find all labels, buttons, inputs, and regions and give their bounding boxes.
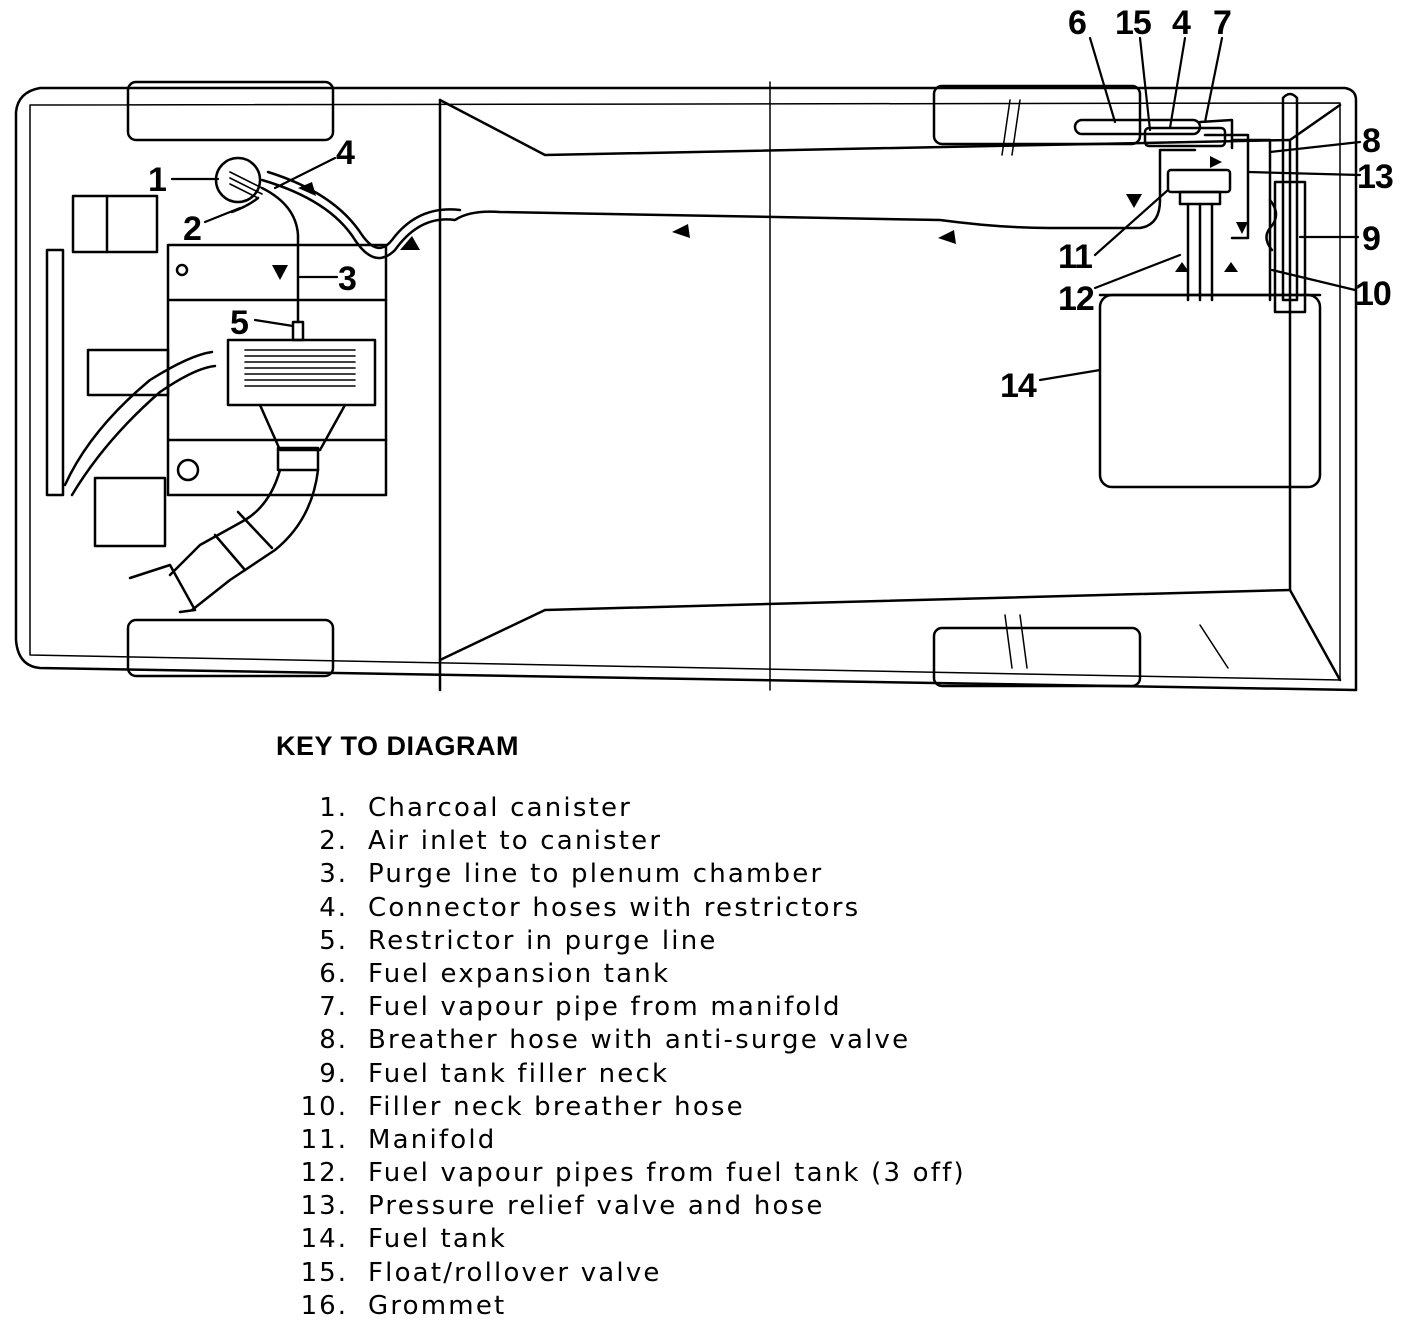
- callout-9: 9: [1362, 220, 1380, 258]
- key-item-4: 4. Connector hoses with restrictors: [0, 893, 1400, 926]
- key-label: Fuel expansion tank: [368, 958, 671, 989]
- key-label: Purge line to plenum chamber: [368, 859, 824, 890]
- manifold: [1166, 168, 1232, 194]
- fuel-tank-filler-neck: [1281, 92, 1299, 302]
- key-title: KEY TO DIAGRAM: [276, 731, 520, 761]
- flow-arrow: [1210, 156, 1222, 168]
- key-number: 6.: [319, 958, 348, 989]
- callout-14: 14: [1000, 367, 1037, 405]
- key-list: 1. Charcoal canister 2. Air inlet to canis…: [0, 793, 1400, 1324]
- flow-arrow: [1175, 262, 1189, 272]
- car-body-outline: [14, 86, 1358, 692]
- key-number: 11.: [300, 1124, 348, 1155]
- key-label: Fuel tank filler neck: [368, 1058, 670, 1089]
- key-label: Float/rollover valve: [368, 1257, 662, 1288]
- key-item-8: 8. Breather hose with anti-surge valve: [0, 1025, 1400, 1058]
- key-item-16: 16. Grommet: [0, 1291, 1400, 1324]
- radiator: [45, 248, 65, 497]
- callout-8: 8: [1362, 122, 1380, 160]
- key-number: 15.: [300, 1257, 348, 1288]
- callout-10: 10: [1355, 275, 1391, 313]
- key-label: Breather hose with anti-surge valve: [368, 1025, 911, 1056]
- flow-arrow: [1236, 222, 1248, 234]
- callout-4b: 4: [1172, 4, 1191, 42]
- key-label: Manifold: [368, 1124, 497, 1155]
- key-item-9: 9. Fuel tank filler neck: [0, 1059, 1400, 1092]
- purge-line: [260, 186, 300, 324]
- key-label: Filler neck breather hose: [368, 1091, 745, 1122]
- key-number: 16.: [300, 1290, 348, 1321]
- callout-3: 3: [338, 260, 356, 298]
- key-item-13: 13. Pressure relief valve and hose: [0, 1191, 1400, 1224]
- key-label: Pressure relief valve and hose: [368, 1191, 825, 1222]
- vapour-line: [260, 148, 1197, 260]
- cabin-outline: [438, 98, 1292, 662]
- flow-arrow: [298, 182, 316, 196]
- key-label: Grommet: [368, 1290, 507, 1321]
- callout-4: 4: [336, 134, 355, 172]
- callout-1: 1: [148, 161, 166, 199]
- key-number: 13.: [300, 1191, 348, 1222]
- key-label: Restrictor in purge line: [368, 925, 718, 956]
- key-item-14: 14. Fuel tank: [0, 1224, 1400, 1257]
- key-item-12: 12. Fuel vapour pipes from fuel tank (3 o…: [0, 1158, 1400, 1191]
- key-number: 10.: [300, 1091, 348, 1122]
- key-label: Fuel vapour pipe from manifold: [368, 992, 842, 1023]
- wheel-front-left: [126, 80, 335, 142]
- key-label: Fuel vapour pipes from fuel tank (3 off): [368, 1158, 966, 1189]
- flow-arrow: [938, 230, 956, 244]
- callout-11: 11: [1058, 238, 1092, 276]
- key-number: 8.: [319, 1025, 348, 1056]
- wheel-rear-right: [932, 626, 1142, 688]
- key-number: 3.: [319, 859, 348, 890]
- callout-5: 5: [230, 304, 248, 342]
- key-label: Air inlet to canister: [368, 826, 663, 857]
- wheel-rear-left: [932, 84, 1142, 146]
- key-number: 2.: [319, 826, 348, 857]
- key-item-1: 1. Charcoal canister: [0, 793, 1400, 826]
- key-item-6: 6. Fuel expansion tank: [0, 959, 1400, 992]
- key-item-2: 2. Air inlet to canister: [0, 826, 1400, 859]
- flow-arrow: [272, 265, 288, 280]
- callout-2: 2: [183, 210, 201, 248]
- key-number: 5.: [319, 925, 348, 956]
- diagram-key: KEY TO DIAGRAM 1. Charcoal canister 2. Air…: [0, 725, 1408, 1325]
- wheel-front-right: [126, 618, 335, 678]
- key-number: 9.: [319, 1058, 348, 1089]
- callout-7: 7: [1213, 4, 1231, 42]
- callout-12: 12: [1058, 280, 1094, 318]
- key-number: 14.: [300, 1224, 348, 1255]
- callout-13: 13: [1357, 158, 1393, 196]
- key-item-3: 3. Purge line to plenum chamber: [0, 859, 1400, 892]
- vehicle-evap-diagram: 1 2 3 4 5 6 15 4 7 8 13 9 11 12 10 14: [14, 4, 1394, 692]
- key-item-11: 11. Manifold: [0, 1125, 1400, 1158]
- key-item-10: 10. Filler neck breather hose: [0, 1092, 1400, 1125]
- key-number: 12.: [300, 1158, 348, 1189]
- key-item-5: 5. Restrictor in purge line: [0, 926, 1400, 959]
- fuel-tank: [1098, 293, 1322, 489]
- key-label: Connector hoses with restrictors: [368, 892, 861, 923]
- flow-arrow: [1126, 194, 1142, 208]
- key-item-15: 15. Float/rollover valve: [0, 1258, 1400, 1291]
- key-label: Fuel tank: [368, 1224, 507, 1255]
- callout-15: 15: [1115, 4, 1151, 42]
- flow-arrow: [1224, 262, 1238, 272]
- flow-arrow: [400, 236, 420, 250]
- key-number: 4.: [319, 892, 348, 923]
- key-number: 1.: [319, 793, 348, 823]
- key-label: Charcoal canister: [368, 793, 633, 823]
- callout-6: 6: [1068, 4, 1086, 42]
- flow-arrow: [672, 224, 690, 238]
- key-item-7: 7. Fuel vapour pipe from manifold: [0, 992, 1400, 1025]
- key-number: 7.: [319, 992, 348, 1023]
